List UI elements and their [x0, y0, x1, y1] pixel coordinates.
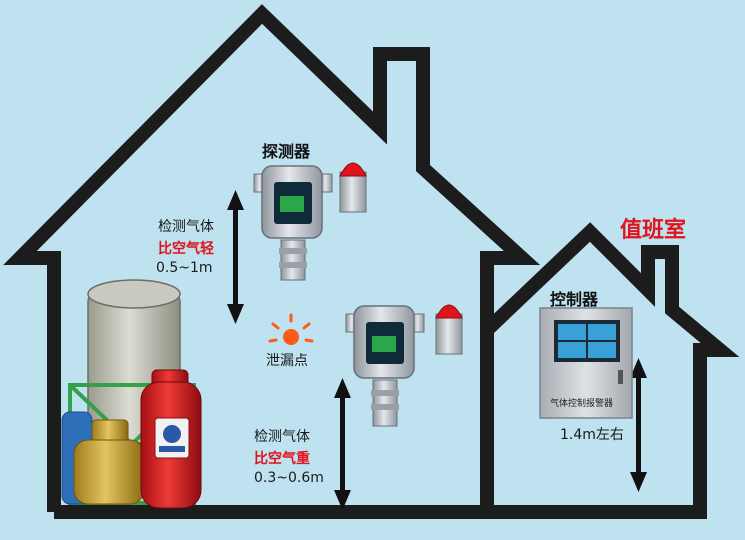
gas-detector-icon — [345, 305, 425, 427]
lower-range-label: 0.3~0.6m — [254, 470, 324, 486]
lpg-cylinder-icon — [140, 369, 202, 509]
alarm-beacon-icon — [339, 162, 367, 213]
controller-panel-label: 气体控制报警器 — [550, 399, 614, 409]
controller-height-label: 1.4m左右 — [560, 427, 624, 443]
lower-heavier-label: 比空气重 — [254, 451, 310, 467]
alarm-beacon-icon — [435, 304, 463, 355]
yellow-cylinder-icon — [73, 419, 145, 505]
controller-cabinet-icon — [539, 307, 633, 419]
gas-detector-icon — [253, 165, 333, 281]
lower-detect-gas-label: 检测气体 — [254, 429, 310, 445]
upper-range-label: 0.5~1m — [156, 260, 213, 276]
controller-title: 控制器 — [550, 290, 599, 309]
upper-lighter-label: 比空气轻 — [158, 241, 214, 257]
double-arrow-icon — [630, 358, 647, 492]
upper-detect-gas-label: 检测气体 — [158, 219, 214, 235]
house-outline — [3, 4, 740, 519]
leak-point-label: 泄漏点 — [266, 353, 308, 369]
double-arrow-icon — [334, 378, 351, 510]
double-arrow-icon — [227, 190, 244, 324]
leak-burst-icon — [268, 313, 314, 345]
detector-title: 探测器 — [262, 142, 311, 161]
duty-room-label: 值班室 — [620, 218, 687, 243]
